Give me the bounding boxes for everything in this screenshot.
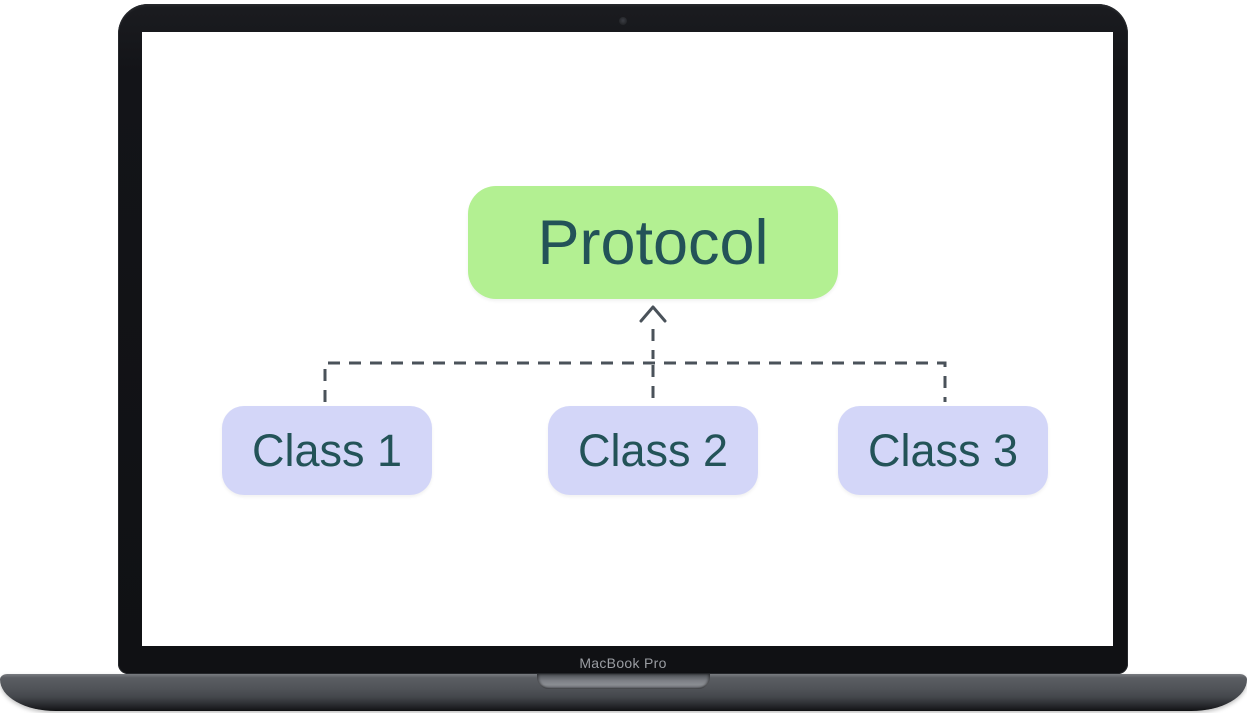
laptop-lid: MacBook Pro bbox=[118, 4, 1128, 674]
diagram-node-class-1: Class 1 bbox=[222, 406, 432, 495]
class-1-label: Class 1 bbox=[251, 424, 403, 476]
class-3-label: Class 3 bbox=[867, 424, 1019, 476]
laptop-screen bbox=[142, 32, 1113, 646]
diagram-node-protocol: Protocol bbox=[468, 186, 838, 299]
diagram-node-class-2: Class 2 bbox=[548, 406, 758, 495]
webcam-icon bbox=[619, 17, 627, 25]
diagram-node-class-3: Class 3 bbox=[838, 406, 1048, 495]
lid-open-notch bbox=[537, 674, 710, 689]
laptop-base bbox=[0, 674, 1247, 711]
device-model-label: MacBook Pro bbox=[579, 655, 667, 671]
protocol-label: Protocol bbox=[537, 207, 769, 278]
class-2-label: Class 2 bbox=[577, 424, 729, 476]
